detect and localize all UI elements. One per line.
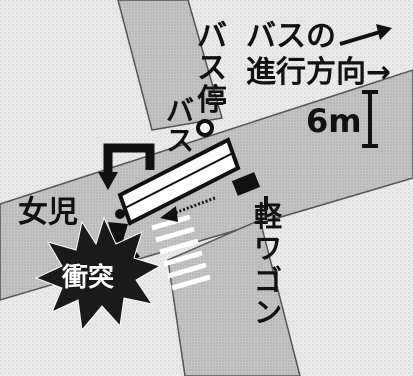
bus-turn-arrow-head-icon — [98, 172, 118, 190]
collision-burst-icon — [34, 216, 162, 332]
wagon-movement-arrow-icon — [160, 196, 216, 222]
label-bus-c2: ス — [166, 124, 194, 157]
label-girl: 女児 — [18, 195, 78, 230]
label-bus-stop-c3: 停 — [197, 83, 227, 118]
bus-shape — [117, 137, 241, 226]
kei-wagon-shape — [231, 172, 261, 196]
label-bus: バ ス — [166, 94, 204, 157]
label-kei-wagon-c1: 軽 — [254, 200, 283, 233]
label-kei-wagon-c4: ン — [254, 296, 282, 329]
label-collision: 衝突 — [61, 262, 114, 293]
bus-direction-arrow-icon — [339, 24, 392, 46]
distance-bracket — [362, 90, 378, 148]
label-distance: 6m — [306, 102, 362, 140]
lower-side-road — [167, 218, 301, 376]
label-bus-stop: バ ス 停 — [197, 19, 237, 118]
bus-turn-arrow-icon — [103, 143, 155, 175]
crosswalk — [151, 214, 211, 291]
label-kei-wagon: 軽 ワ ゴ ン — [254, 200, 292, 329]
label-bus-direction-line2: 進行方向→ — [246, 55, 391, 90]
label-bus-direction-line1: バスの — [246, 19, 336, 54]
bus-stop-icon — [196, 119, 214, 137]
label-kei-wagon-c2: ワ — [254, 232, 282, 265]
label-kei-wagon-c3: ゴ — [254, 264, 282, 297]
label-bus-stop-c2: ス — [197, 51, 227, 86]
upper-side-road — [117, 0, 223, 131]
label-bus-direction: バスの 進行方向→ — [246, 19, 391, 90]
label-bus-c1: バ — [166, 94, 194, 127]
label-bus-stop-c1: バ — [197, 19, 227, 54]
